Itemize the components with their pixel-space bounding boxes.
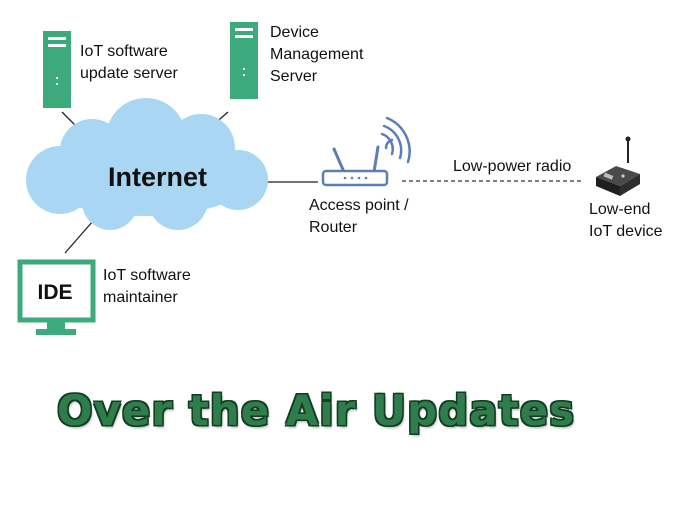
iot-device-label-line2: IoT device [589, 223, 663, 240]
iot-device-icon [596, 136, 640, 196]
update-server-label-line1: IoT software [80, 43, 168, 60]
diagram-canvas [17, 22, 640, 335]
ota-network-diagram: Internet IDE IoT software update server … [17, 22, 663, 335]
device-management-label-line2: Management [270, 46, 364, 63]
maintainer-label-line2: maintainer [103, 289, 178, 306]
iot-device-label: Low-end IoT device [589, 199, 663, 243]
device-management-server-icon [230, 22, 258, 99]
access-point-label: Access point / Router [309, 195, 409, 239]
ide-monitor-icon [17, 259, 96, 335]
device-management-label-line1: Device [270, 24, 319, 41]
access-point-label-line2: Router [309, 219, 358, 236]
internet-cloud-icon [26, 98, 268, 230]
update-server-icon [43, 31, 71, 108]
device-management-label: Device Management Server [270, 22, 363, 88]
ide-screen-label: IDE [37, 281, 73, 304]
update-server-label-line2: update server [80, 65, 178, 82]
router-icon [321, 116, 411, 187]
update-server-label: IoT software update server [80, 41, 178, 85]
device-management-label-line3: Server [270, 68, 318, 85]
maintainer-label-line1: IoT software [103, 267, 191, 284]
maintainer-label: IoT software maintainer [103, 265, 191, 309]
internet-label: Internet [108, 162, 208, 192]
access-point-label-line1: Access point / [309, 197, 409, 214]
iot-device-label-line1: Low-end [589, 201, 651, 218]
radio-link-label: Low-power radio [453, 158, 572, 175]
page-title: Over the Air Updates [56, 386, 576, 435]
